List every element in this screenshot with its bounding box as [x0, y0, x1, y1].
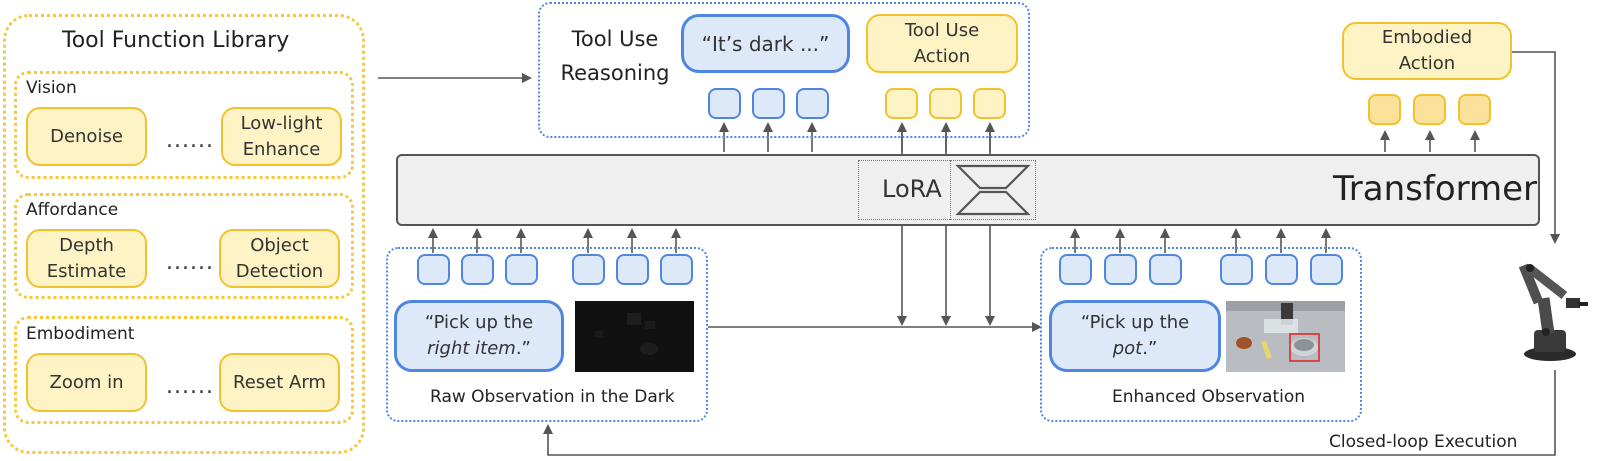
enhanced-observation-panel [1040, 247, 1362, 422]
closed-loop-label: Closed-loop Execution [1329, 432, 1518, 452]
enh-instruction-line1: “Pick up the [1080, 312, 1190, 333]
action-token [973, 88, 1006, 119]
dark-scene-image [575, 301, 694, 372]
thought-token [752, 88, 785, 119]
embodied-action-box: Embodied Action [1342, 22, 1512, 80]
section-embodiment [14, 316, 354, 424]
lora-region [858, 160, 1036, 220]
lora-bottleneck-icon [955, 164, 1031, 216]
lora-label: LoRA [882, 175, 942, 203]
embodied-token [1368, 94, 1401, 125]
raw-obs-token [616, 254, 649, 285]
raw-instruction-bubble: “Pick up the right item.” [394, 300, 564, 372]
raw-obs-token [417, 254, 450, 285]
action-token [929, 88, 962, 119]
tool-depth-estimate: Depth Estimate [26, 229, 147, 288]
section-affordance [14, 193, 354, 299]
embodied-token [1458, 94, 1491, 125]
tool-use-reasoning-panel [538, 2, 1030, 138]
thought-token [708, 88, 741, 119]
affordance-ellipsis: ...... [166, 250, 214, 275]
raw-observation-caption: Raw Observation in the Dark [430, 387, 675, 407]
enh-obs-token [1220, 254, 1253, 285]
reasoning-thought-bubble: “It’s dark ...” [681, 14, 850, 73]
enhanced-observation-caption: Enhanced Observation [1112, 387, 1306, 407]
tool-function-library [3, 14, 365, 454]
robot-arm-icon [1518, 263, 1588, 361]
tool-zoom-in: Zoom in [26, 353, 147, 412]
raw-instruction-line2: right item.” [427, 336, 531, 362]
section-vision [14, 71, 354, 179]
raw-observation-panel [386, 247, 708, 422]
lora-divider [950, 160, 951, 220]
section-vision-label: Vision [26, 78, 77, 98]
tool-denoise: Denoise [26, 107, 147, 166]
enh-instruction-end: .” [1142, 338, 1158, 359]
section-affordance-label: Affordance [26, 200, 119, 220]
action-token [885, 88, 918, 119]
tool-reset-arm: Reset Arm [219, 353, 340, 412]
tool-low-light-enhance: Low-light Enhance [221, 107, 342, 166]
embodiment-ellipsis: ...... [166, 374, 214, 399]
enh-obs-token [1059, 254, 1092, 285]
raw-obs-token [461, 254, 494, 285]
raw-instruction-end: .” [515, 338, 531, 359]
enh-obs-token [1265, 254, 1298, 285]
raw-obs-token [505, 254, 538, 285]
raw-instruction-line1: “Pick up the [424, 312, 534, 333]
raw-obs-token [572, 254, 605, 285]
enhanced-instruction-bubble: “Pick up the pot.” [1049, 300, 1221, 372]
tool-use-action-box: Tool Use Action [866, 14, 1018, 73]
reasoning-label: Tool Use Reasoning [560, 27, 670, 85]
enh-instruction-line2: pot.” [1113, 336, 1158, 362]
tool-object-detection: Object Detection [219, 229, 340, 288]
enhanced-scene-image [1226, 301, 1345, 372]
library-title: Tool Function Library [62, 28, 290, 53]
enh-obs-token [1310, 254, 1343, 285]
arrow-closed-loop [543, 370, 1556, 456]
enh-obs-token [1104, 254, 1137, 285]
embodied-token [1413, 94, 1446, 125]
enh-instruction-object: pot [1112, 338, 1143, 359]
transformer-label: Transformer [1333, 169, 1538, 209]
arrow-embodied-to-robot [1512, 51, 1560, 244]
section-embodiment-label: Embodiment [26, 324, 135, 344]
thought-token [796, 88, 829, 119]
raw-obs-token [660, 254, 693, 285]
vision-ellipsis: ...... [166, 128, 214, 153]
enh-obs-token [1149, 254, 1182, 285]
raw-instruction-object: right item [427, 338, 516, 359]
